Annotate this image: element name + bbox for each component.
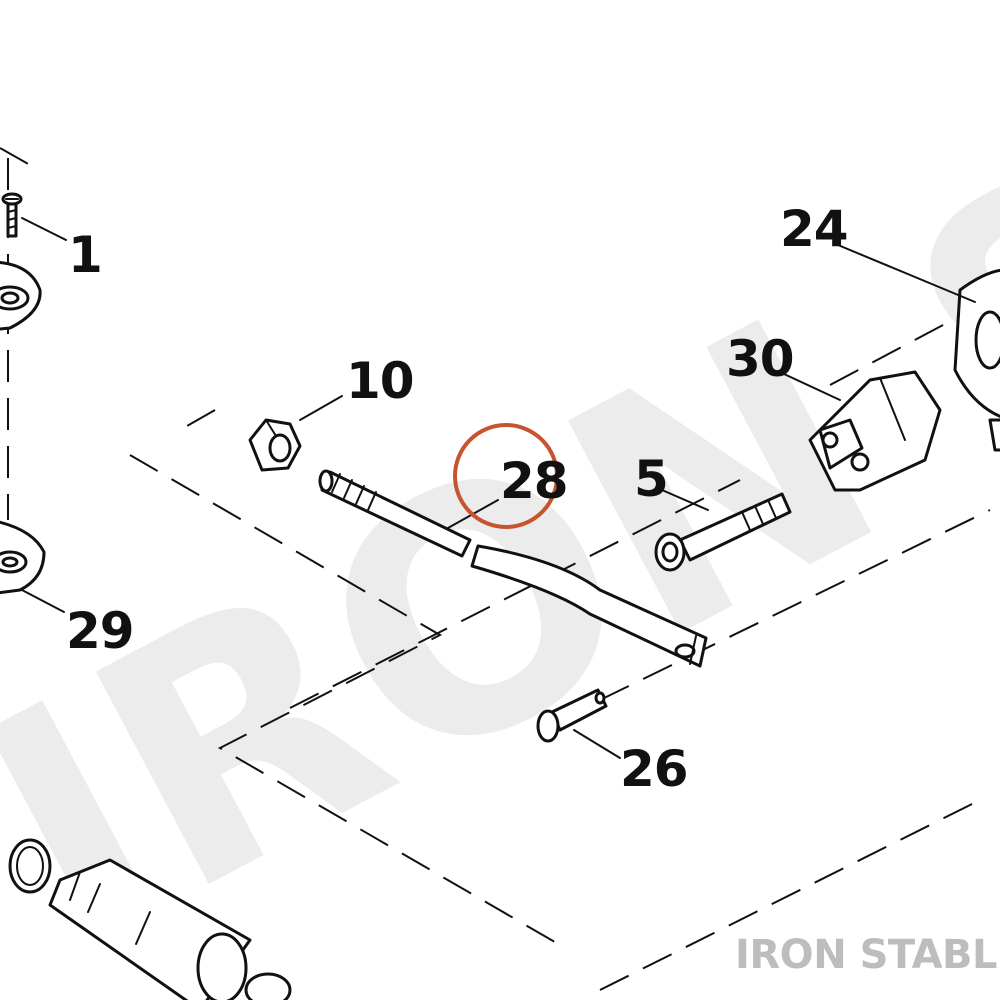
lower-flange-part-29	[0, 520, 46, 595]
leader-lines	[21, 217, 976, 759]
callout-28[interactable]: 28	[500, 452, 569, 510]
housing-part-24	[953, 268, 1000, 452]
callout-labels: 1 10 28 5 24 30 29 26	[66, 200, 849, 798]
callout-30[interactable]: 30	[726, 330, 795, 388]
clevis-pin-part-26	[536, 688, 608, 743]
brand-label: IRON STABLE	[735, 932, 1000, 978]
bolt-part-5	[654, 492, 792, 572]
callout-10[interactable]: 10	[346, 352, 415, 410]
callout-1[interactable]: 1	[68, 226, 103, 284]
upper-flange	[0, 261, 42, 331]
shift-rod-part-28	[318, 469, 708, 668]
callout-5[interactable]: 5	[634, 450, 669, 508]
highlight-circle	[453, 423, 559, 529]
callout-29[interactable]: 29	[66, 602, 135, 660]
callout-26[interactable]: 26	[620, 740, 689, 798]
screw-part-1	[1, 192, 23, 238]
shaft-assembly	[8, 838, 292, 1000]
clevis-part-30	[808, 370, 942, 492]
hex-nut-part-10	[248, 418, 302, 472]
callout-24[interactable]: 24	[780, 200, 849, 258]
